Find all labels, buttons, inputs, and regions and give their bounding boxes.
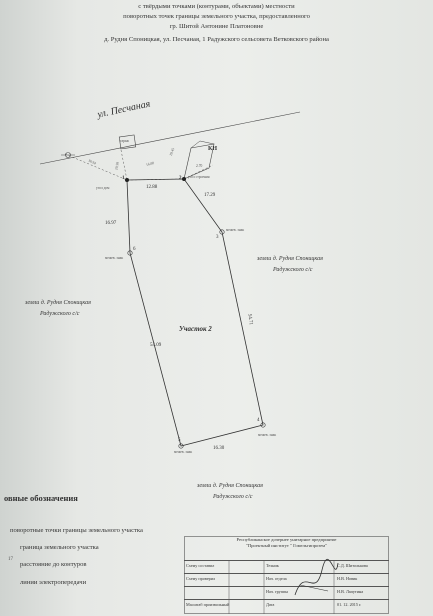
header-line-2: поворотных точек границы земельного учас…	[123, 13, 310, 20]
distance-1-2: 12.88	[146, 185, 158, 190]
header-line-3: гр. Шитой Антонине Платоновне	[169, 23, 264, 30]
point-6-label: 6	[133, 247, 136, 252]
title-block	[184, 536, 389, 614]
legend-title: овные обозначения	[4, 493, 78, 503]
header-line-1: с твёрдыми точками (контурами, объектами…	[138, 3, 295, 10]
stamp-name-3: Н.В. Лапутина	[337, 588, 364, 594]
point-6-marker	[127, 250, 133, 256]
point-2-marker	[182, 177, 186, 181]
point-1-marker	[125, 178, 129, 182]
distance-2-3: 17.29	[204, 193, 216, 198]
point-5-label: 5	[178, 438, 181, 443]
kn-label: КН	[208, 146, 218, 152]
point-4-note: межев. знак	[258, 433, 277, 437]
land-right-line1: земли д. Рудня Споницкая	[257, 256, 323, 262]
legend-side-number: 17	[8, 557, 13, 562]
point-2-note: угол строения	[188, 175, 210, 179]
point-4-marker	[260, 422, 266, 428]
land-right-line2: Радужского с/с	[273, 267, 313, 273]
legend-item-points: поворотные точки границы земельного учас…	[10, 527, 143, 534]
stamp-row-1: Схему составил Техник С.Д. Шитолькова	[184, 560, 389, 569]
stamp-org-line2: "Проектный институт " Гомельгипрозем"	[246, 543, 327, 548]
legend-item-powerlines: линии электропередачи	[20, 579, 87, 586]
land-bottom-line2: Радужского с/с	[213, 494, 253, 500]
signature-scribble	[294, 559, 339, 596]
legend-item-distance: расстояние до контуров	[20, 561, 87, 568]
stamp-row-3: Нач. группы Н.В. Лапутина	[184, 586, 389, 595]
stamp-role-2: Схему проверил	[186, 575, 216, 581]
dash-line-up	[120, 149, 128, 181]
point-3-label: 3	[216, 235, 219, 240]
point-4-label: 4	[257, 418, 260, 423]
stamp-title-2: Нач. отдела	[266, 575, 287, 581]
stamp-name-2: Н.В. Новик	[337, 575, 358, 581]
land-bottom-line1: земли д. Рудня Споницкая	[197, 483, 263, 489]
legend-item-boundary: граница земельного участка	[20, 544, 99, 551]
distance-small-2: 2.70	[196, 164, 203, 168]
street-line	[39, 111, 301, 165]
distance-6-1: 16.97	[105, 221, 117, 226]
garage-rect	[118, 134, 137, 150]
distance-5-6: 54.09	[150, 343, 162, 348]
point-1-label: 1	[122, 176, 125, 181]
parcel-boundary	[126, 178, 264, 447]
stamp-title-4: Дата	[266, 601, 275, 607]
garage-label: гараж	[120, 139, 129, 143]
point-3-marker	[219, 229, 225, 235]
stamp-role-1: Схему составил	[186, 562, 215, 568]
stamp-title-3: Нач. группы	[266, 588, 289, 594]
stamp-row-4: Масштаб произвольный Дата 01. 12. 2015 г…	[184, 599, 389, 608]
stamp-title-1: Техник	[266, 562, 279, 568]
point-5-marker	[178, 443, 184, 449]
stamp-role-4: Масштаб произвольный	[186, 601, 230, 607]
point-3-note: межев. знак	[226, 228, 245, 232]
land-left-line2: Радужского с/с	[40, 311, 80, 317]
point-5-note: межев. знак	[174, 450, 193, 454]
stamp-row-2: Схему проверил Нач. отдела Н.В. Новик	[184, 573, 389, 582]
distance-4-5: 16.30	[213, 446, 225, 451]
stamp-name-1: С.Д. Шитолькова	[337, 562, 368, 568]
stamp-org-line1: Республиканское дочернее унитарное предп…	[236, 537, 337, 542]
point-1-note: угол дом	[96, 186, 110, 190]
land-left-line1: земли д. Рудня Споницкая	[25, 300, 91, 306]
dash-line-left	[64, 153, 128, 181]
point-2-label: 2	[179, 176, 182, 181]
header-line-4: д. Рудня Споницкая, ул. Песчаная, 1 Раду…	[104, 36, 329, 43]
parcel-label: Участок 2	[179, 325, 212, 333]
point-6-note: межев. знак	[105, 256, 124, 260]
stamp-name-4: 01. 12. 2015 г.	[337, 601, 362, 607]
